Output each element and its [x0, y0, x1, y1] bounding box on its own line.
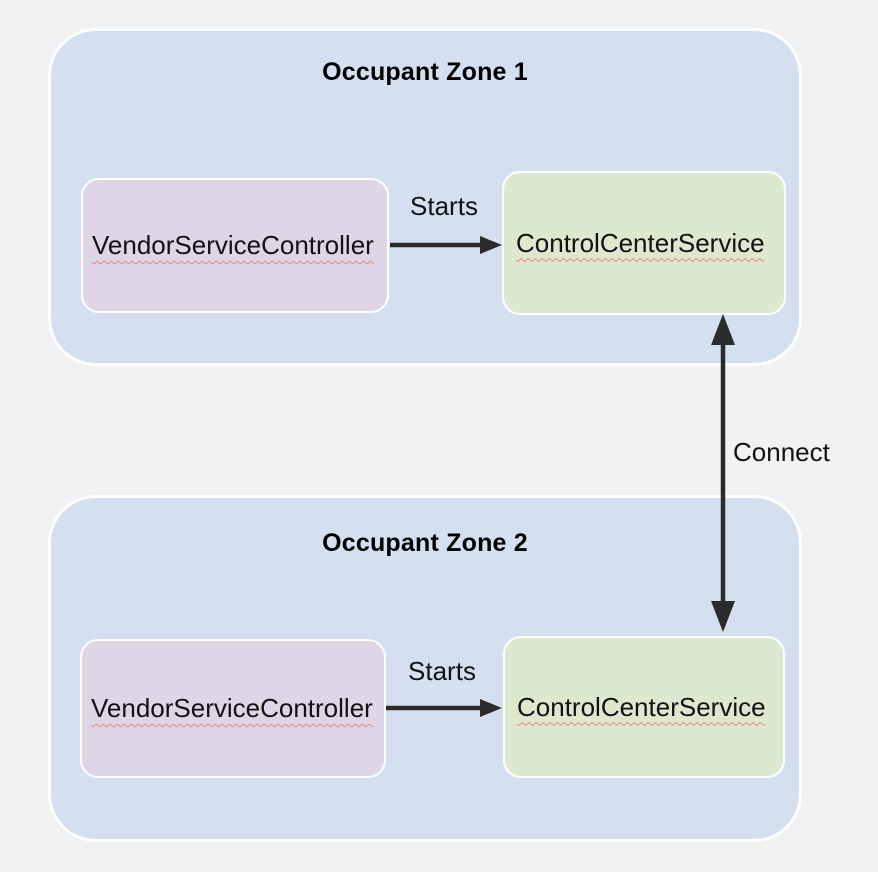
connect-arrow	[711, 314, 735, 632]
vendor-service-controller-label-1: VendorServiceController	[92, 230, 374, 260]
vendor-service-controller-node-1: VendorServiceController	[81, 178, 389, 313]
control-center-service-label-2: ControlCenterService	[517, 691, 766, 722]
control-center-service-node-2: ControlCenterService	[503, 636, 785, 778]
starts-arrow-label-2: Starts	[408, 656, 476, 686]
control-center-service-label-1: ControlCenterService	[516, 227, 765, 258]
zone-1-title: Occupant Zone 1	[322, 58, 528, 86]
starts-arrow-label-1: Starts	[410, 191, 478, 221]
control-center-service-node-1: ControlCenterService	[502, 171, 786, 315]
starts-arrow-1	[390, 236, 502, 254]
vendor-service-controller-node-2: VendorServiceController	[80, 639, 386, 778]
connect-arrow-label: Connect	[733, 437, 830, 467]
zone-2-title: Occupant Zone 2	[322, 529, 528, 557]
zone-occupant-1: Occupant Zone 1 VendorServiceController …	[48, 28, 802, 366]
zone-occupant-2: Occupant Zone 2 VendorServiceController …	[48, 495, 802, 842]
starts-arrow-2	[386, 699, 502, 717]
vendor-service-controller-label-2: VendorServiceController	[91, 693, 373, 723]
